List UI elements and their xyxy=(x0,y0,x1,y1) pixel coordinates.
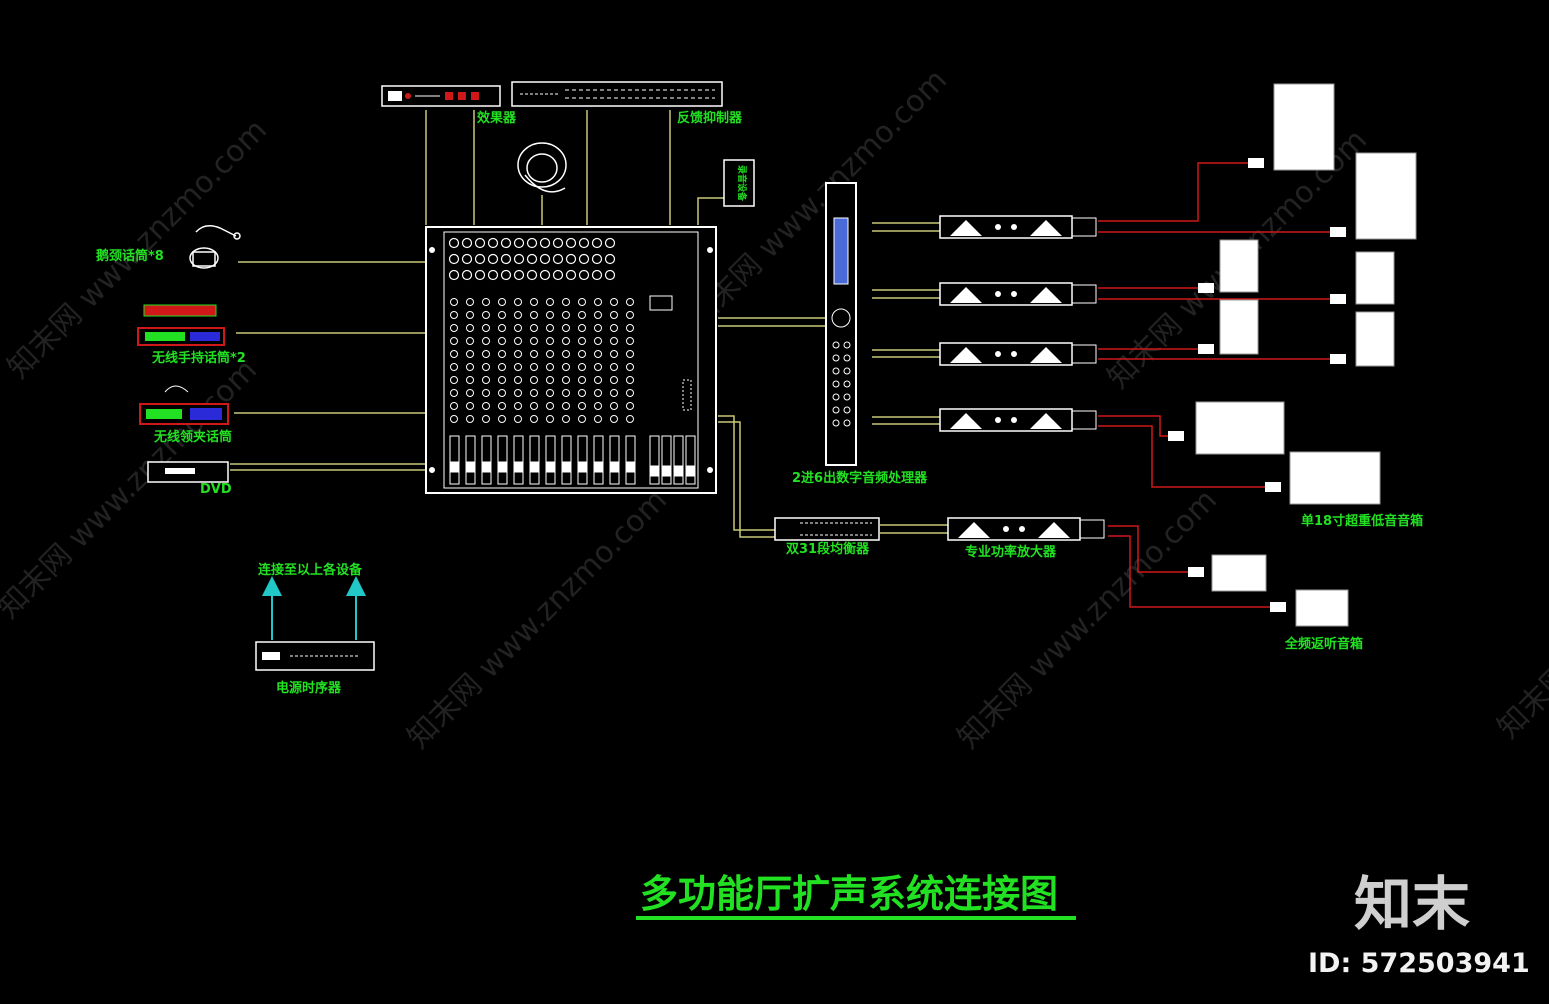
watermark-text: 知末网 www.znzmo.com xyxy=(401,483,674,756)
gooseneck-mic-icon xyxy=(189,225,241,269)
amplifier-unit xyxy=(947,517,1105,541)
subwoofer-cabinet xyxy=(1289,451,1381,505)
image-id-label: ID: 572503941 xyxy=(1308,948,1530,979)
amplifier-unit xyxy=(939,342,1097,366)
subwoofer-label: 单18寸超重低音音箱 xyxy=(1301,513,1423,529)
headset-mic-icon xyxy=(517,142,567,193)
wireless-headset-receiver xyxy=(139,385,229,425)
speaker-wiring xyxy=(1098,162,1330,608)
feedback-suppressor-unit xyxy=(511,81,723,107)
brand-logo: 知末 xyxy=(1354,870,1470,938)
amplifier-unit xyxy=(939,408,1097,432)
fullrange-label: 全频返听音箱 xyxy=(1284,636,1363,652)
handheld-mic-icon xyxy=(137,304,225,346)
watermark-text: 知末网 www.znzmo.com xyxy=(1491,473,1549,746)
amplifier-group xyxy=(939,215,1105,541)
signal-wiring xyxy=(230,110,948,538)
recording-device: 录音设备 xyxy=(723,159,755,207)
speaker-group xyxy=(1195,83,1417,627)
connect-all-label: 连接至以上各设备 xyxy=(258,562,363,578)
amp-label: 专业功率放大器 xyxy=(965,544,1057,560)
speaker-cabinet xyxy=(1355,251,1395,305)
monitor-cabinet xyxy=(1211,554,1267,592)
audio-processor xyxy=(825,182,857,466)
speaker-cabinet xyxy=(1355,152,1417,240)
eq-label: 双31段均衡器 xyxy=(786,541,870,557)
effects-unit xyxy=(381,85,501,107)
sequencer-label: 电源时序器 xyxy=(276,680,342,696)
wireless-headset-label: 无线领夹话筒 xyxy=(153,429,232,445)
effects-label: 效果器 xyxy=(477,110,517,126)
power-sequencer xyxy=(255,576,375,671)
speaker-connectors xyxy=(1168,158,1346,612)
amplifier-unit xyxy=(939,215,1097,239)
mixer-console xyxy=(425,226,717,494)
equalizer-unit xyxy=(774,517,880,541)
speaker-cabinet xyxy=(1219,299,1259,355)
feedback-suppressor-label: 反馈抑制器 xyxy=(677,110,743,126)
handheld-mic-label: 无线手持话筒*2 xyxy=(151,350,246,366)
diagram-title: 多功能厅扩声系统连接图 xyxy=(640,872,1058,916)
gooseneck-mic-label: 鹅颈话筒*8 xyxy=(96,248,164,264)
dvd-player xyxy=(147,461,229,483)
speaker-cabinet xyxy=(1219,239,1259,293)
subwoofer-cabinet xyxy=(1195,401,1285,455)
dvd-label: DVD xyxy=(200,482,232,497)
speaker-cabinet xyxy=(1273,83,1335,171)
monitor-cabinet xyxy=(1295,589,1349,627)
amplifier-unit xyxy=(939,282,1097,306)
recording-device-label: 录音设备 xyxy=(736,165,748,202)
processor-label: 2进6出数字音频处理器 xyxy=(792,470,928,486)
speaker-cabinet xyxy=(1355,311,1395,367)
